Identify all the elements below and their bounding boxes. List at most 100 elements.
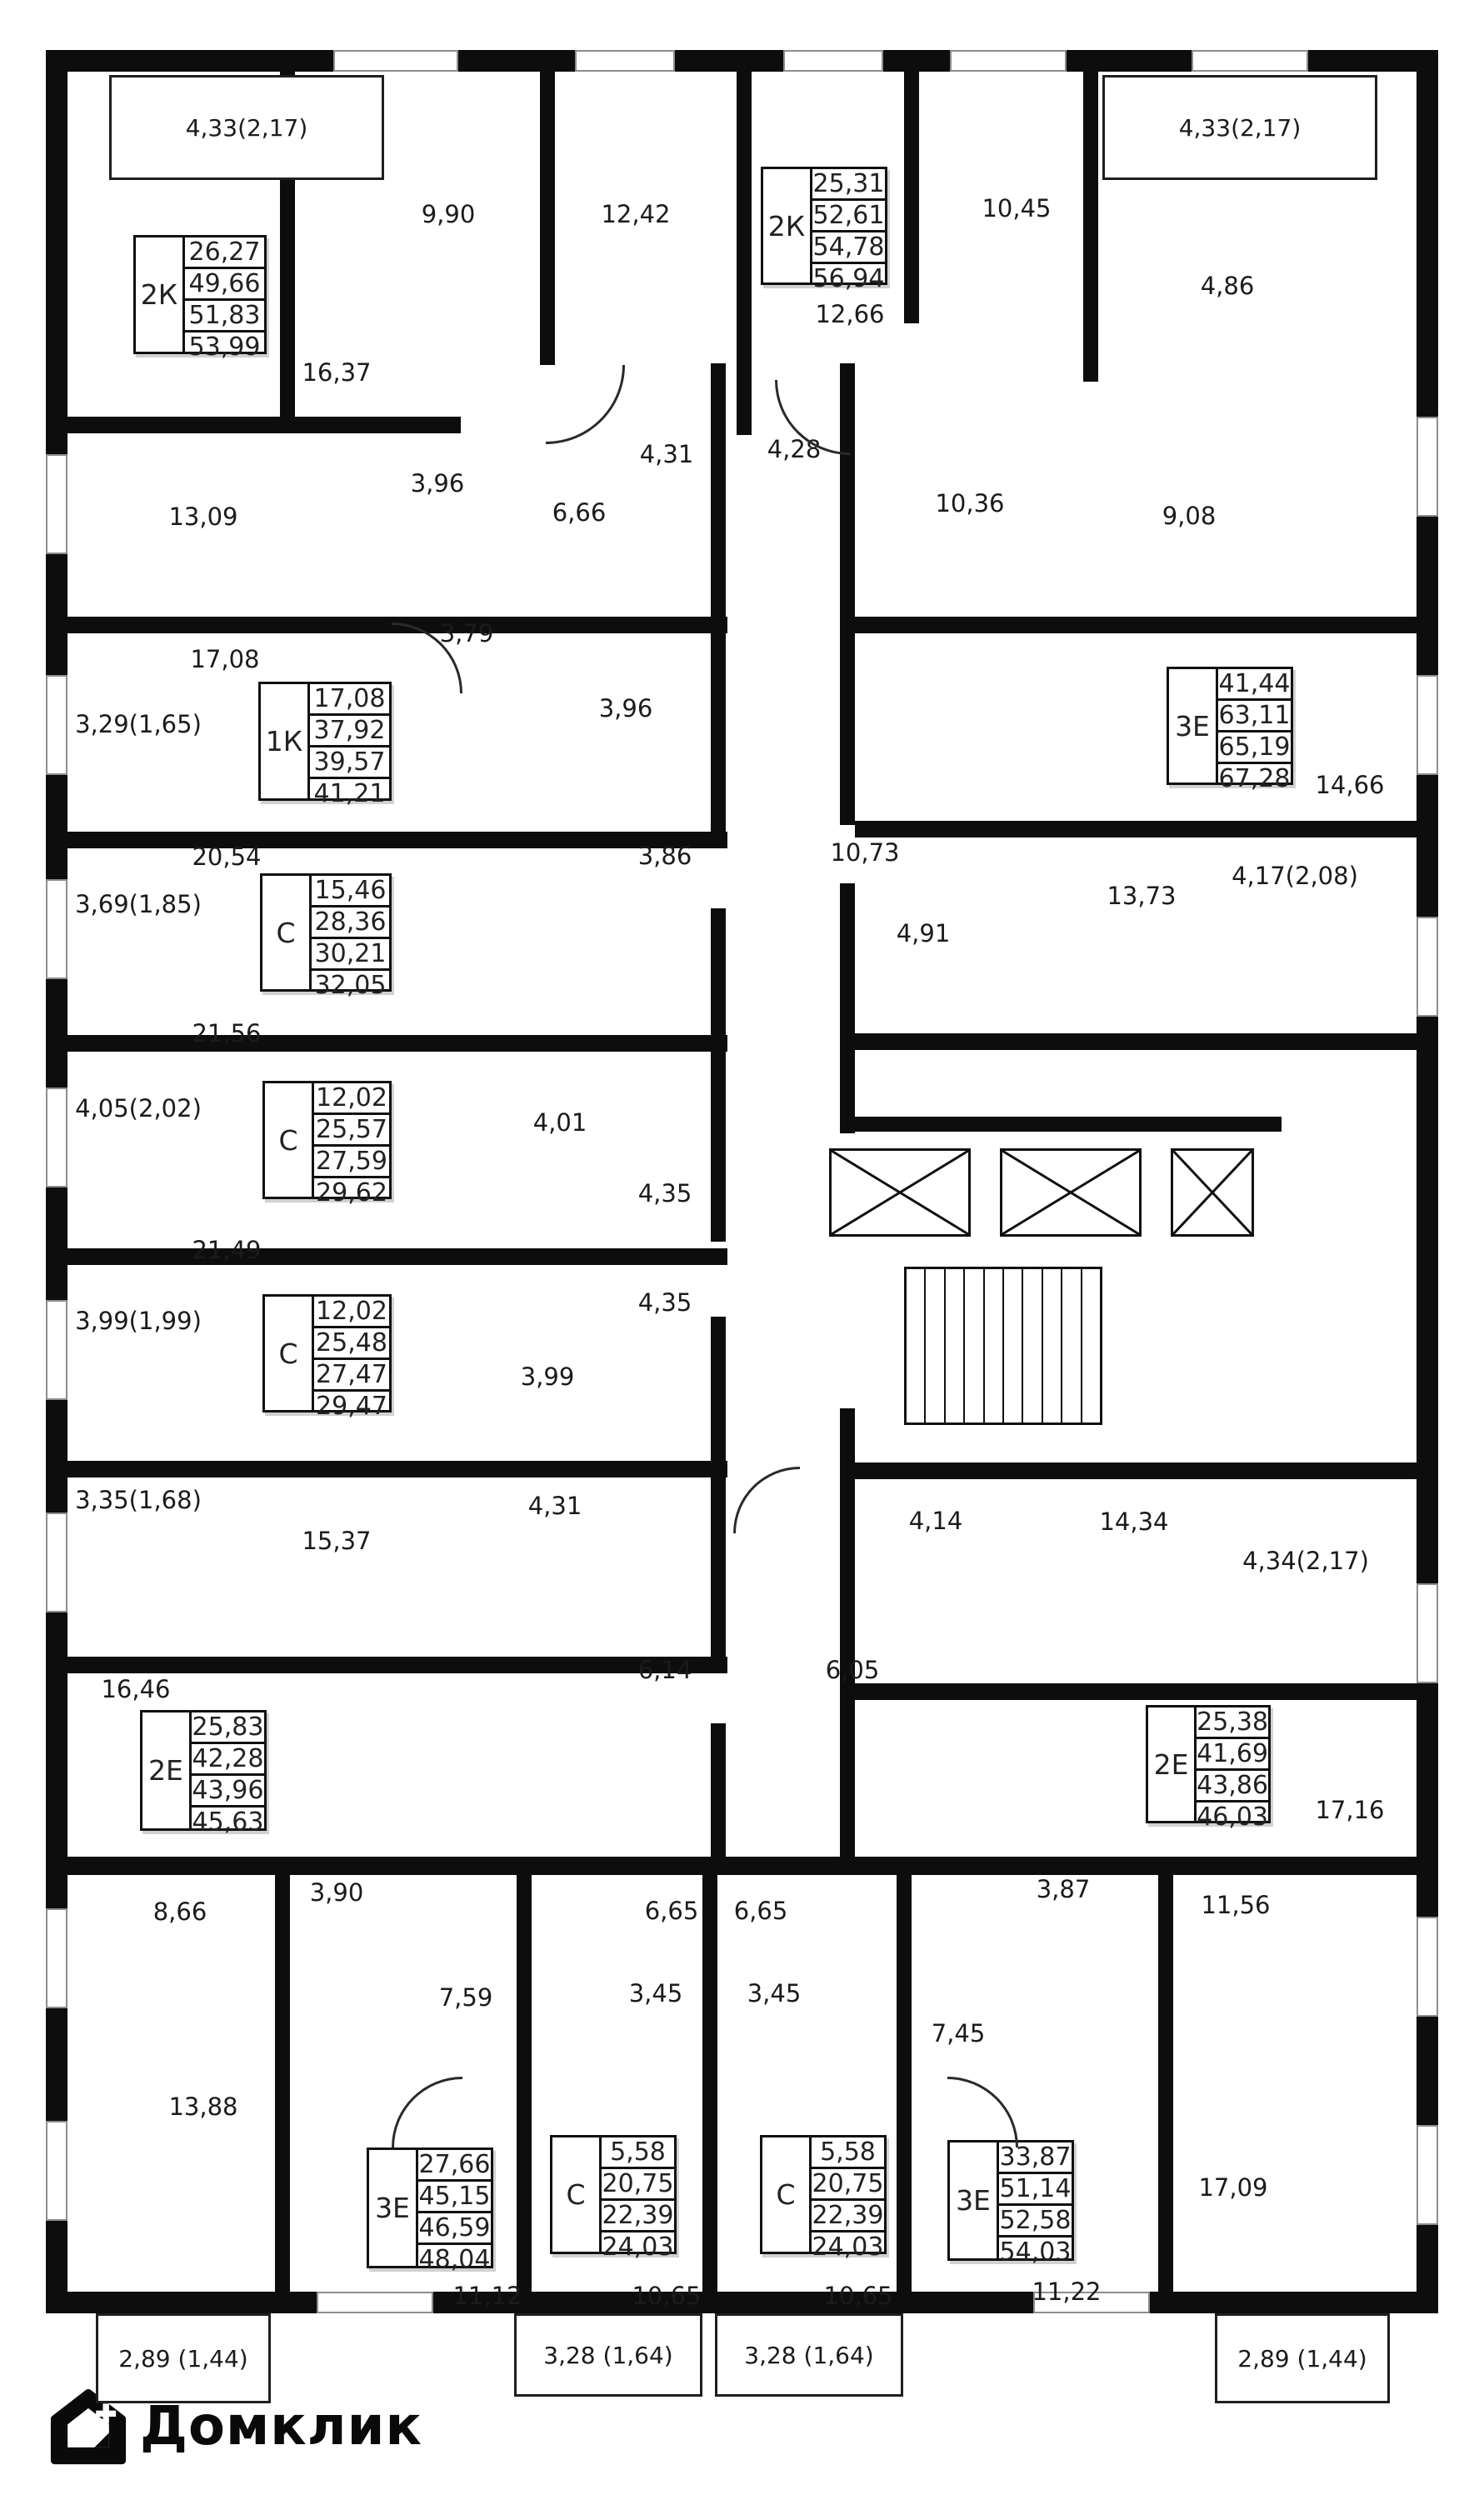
wall	[1158, 1875, 1173, 2293]
unit-area-value: 26,27	[185, 238, 264, 269]
room-area-label: 3,45	[747, 1979, 802, 2008]
room-area-label: 17,09	[1198, 2173, 1268, 2202]
room-area-label: 4,05(2,02)	[75, 1094, 202, 1122]
wall	[711, 1723, 726, 1858]
window	[333, 50, 458, 72]
unit-area-value: 29,62	[316, 1178, 387, 1208]
elevator-shaft	[829, 1148, 971, 1237]
wall	[897, 1875, 912, 2293]
unit-area-value: 30,21	[312, 939, 389, 971]
wall	[855, 1683, 1438, 1700]
unit-type-label: 2Е	[1148, 1708, 1197, 1821]
wall	[67, 832, 727, 848]
room-area-label: 13,88	[168, 2092, 238, 2121]
room-area-label: 7,59	[438, 1983, 493, 2012]
room-area-label: 3,96	[410, 469, 465, 498]
room-area-label: 17,08	[190, 645, 260, 673]
unit-area-value: 12,02	[314, 1297, 389, 1328]
unit-area-value: 28,36	[312, 908, 389, 939]
unit-type-label: С	[262, 876, 312, 989]
unit-type-label: С	[265, 1297, 314, 1410]
room-area-label: 3,90	[309, 1878, 364, 1907]
unit-area-value: 29,47	[316, 1392, 387, 1421]
room-area-label: 3,29(1,65)	[75, 710, 202, 738]
window	[1033, 2292, 1150, 2313]
room-area-label: 4,31	[639, 440, 694, 468]
stair-tread	[1062, 1269, 1082, 1422]
unit-area-value: 25,83	[192, 1712, 264, 1744]
wall	[737, 72, 752, 435]
unit-area-value: 63,11	[1218, 701, 1291, 732]
wall	[840, 883, 855, 1133]
wall	[1083, 72, 1098, 382]
wall	[855, 1033, 1438, 1050]
room-area-label: 3,45	[628, 1979, 683, 2008]
unit-area-value: 39,57	[310, 748, 389, 779]
door-swing-arc	[947, 2077, 1018, 2148]
room-area-label: 4,34(2,17)	[1242, 1547, 1369, 1575]
unit-type-label: 1К	[261, 684, 310, 798]
unit-area-value: 43,86	[1197, 1771, 1268, 1802]
wall	[46, 2292, 1438, 2313]
wall	[711, 363, 726, 842]
room-area-label: 16,37	[302, 358, 372, 387]
room-area-label: 4,91	[896, 919, 951, 948]
window	[1417, 2125, 1438, 2225]
unit-area-value: 65,19	[1218, 732, 1291, 764]
wall	[275, 1875, 290, 2293]
room-area-label: 12,42	[601, 200, 671, 228]
balcony-area-label: 2,89 (1,44)	[1237, 2344, 1367, 2372]
unit-type-label: 2Е	[142, 1712, 192, 1828]
unit-area-value: 52,58	[999, 2206, 1072, 2238]
door-swing-arc	[733, 1467, 800, 1533]
wall	[67, 1857, 1438, 1875]
unit-area-value: 25,31	[812, 169, 885, 201]
unit-type-label: 3Е	[950, 2142, 999, 2258]
stair-tread	[926, 1269, 946, 1422]
wall	[67, 1657, 727, 1673]
wall	[855, 1462, 1438, 1479]
window	[950, 50, 1067, 72]
room-area-label: 13,73	[1107, 882, 1177, 910]
elevator-shaft	[1000, 1148, 1142, 1237]
balcony: 4,33(2,17)	[1102, 75, 1377, 180]
unit-area-value: 24,03	[602, 2232, 674, 2262]
unit-area-value: 45,15	[418, 2182, 491, 2213]
unit-area-value: 46,59	[418, 2213, 491, 2245]
room-area-label: 6,65	[644, 1897, 699, 1925]
window	[1192, 50, 1308, 72]
room-area-label: 13,09	[168, 502, 238, 531]
room-area-label: 11,12	[452, 2282, 522, 2310]
room-area-label: 9,90	[421, 200, 476, 228]
room-area-label: 4,35	[637, 1179, 692, 1208]
balcony-area-label: 3,28 (1,64)	[543, 2341, 673, 2369]
wall	[702, 1875, 717, 2293]
balcony-area-label: 2,89 (1,44)	[118, 2344, 248, 2372]
room-area-label: 20,54	[192, 842, 262, 871]
wall	[855, 617, 1438, 633]
wall	[840, 1117, 1282, 1132]
brand-name: Домклик	[140, 2396, 422, 2458]
unit-area-value: 15,46	[312, 876, 389, 908]
balcony: 3,28 (1,64)	[715, 2313, 903, 2397]
room-area-label: 12,66	[815, 300, 885, 328]
wall	[904, 72, 919, 323]
wall	[840, 1408, 855, 1858]
wall	[67, 1248, 727, 1265]
window	[1417, 1917, 1438, 2017]
unit-area-value: 25,38	[1197, 1708, 1268, 1739]
room-area-label: 6,66	[552, 498, 607, 527]
